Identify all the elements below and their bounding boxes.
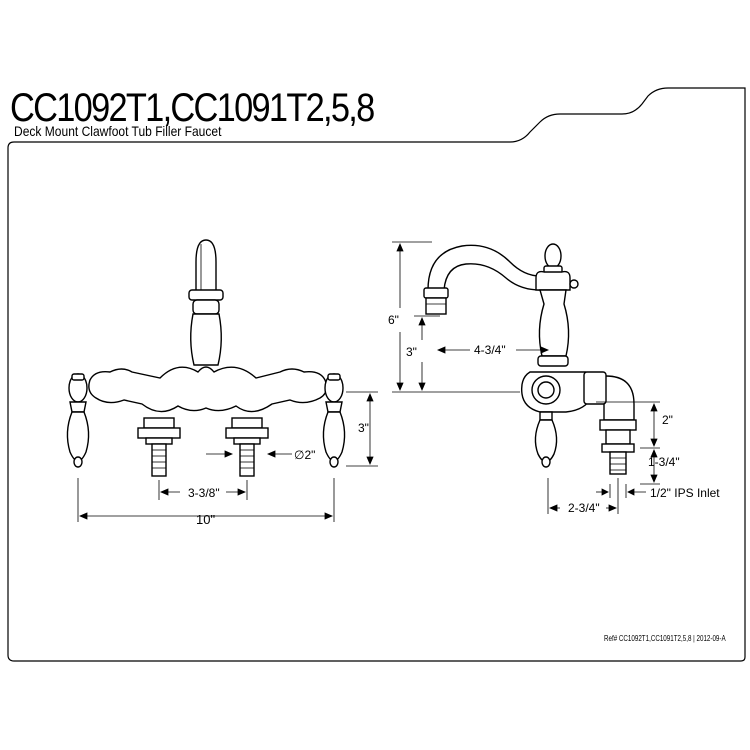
dim-body-height: 2"	[662, 413, 673, 427]
front-body	[88, 366, 328, 413]
dim-inlet-spacing: 3-3/8"	[188, 486, 220, 500]
side-dimension-lines	[392, 241, 660, 514]
front-spout-collar	[188, 289, 224, 301]
dim-inlet-offset: 2-3/4"	[568, 501, 600, 515]
dim-front-height: 3"	[358, 421, 369, 435]
side-top-cap	[544, 243, 562, 269]
reference-number: Ref# CC1092T1,CC1091T2,5,8 | 2012-09-A	[604, 634, 726, 643]
dim-overall-width: 10"	[196, 512, 215, 527]
front-dimension-lines	[77, 391, 378, 522]
side-view	[423, 243, 637, 475]
sheet-frame	[7, 87, 746, 662]
dim-spout-reach: 4-3/4"	[474, 343, 506, 357]
page-subtitle: Deck Mount Clawfoot Tub Filler Faucet	[14, 123, 222, 139]
side-inlet-shank	[609, 451, 627, 475]
front-right-inlet	[225, 417, 269, 477]
dim-inlet-diameter: ∅2"	[294, 448, 315, 462]
side-aerator	[423, 287, 449, 299]
side-spout	[427, 244, 541, 291]
dim-spout-height: 3"	[406, 345, 417, 359]
side-inlet-nut	[599, 419, 637, 431]
dim-inlet-size: 1/2" IPS Inlet	[650, 486, 720, 500]
front-right-handle	[322, 373, 346, 468]
side-column	[538, 289, 570, 357]
front-left-inlet	[137, 417, 181, 477]
dim-shank-length: 1-3/4"	[648, 455, 680, 469]
dim-total-height: 6"	[388, 313, 399, 327]
front-left-handle	[66, 373, 90, 468]
page-title: CC1092T1,CC1091T2,5,8	[10, 86, 375, 130]
front-view	[66, 239, 346, 477]
front-center-column	[190, 313, 222, 366]
front-spout	[195, 239, 217, 293]
side-handle	[534, 411, 558, 468]
